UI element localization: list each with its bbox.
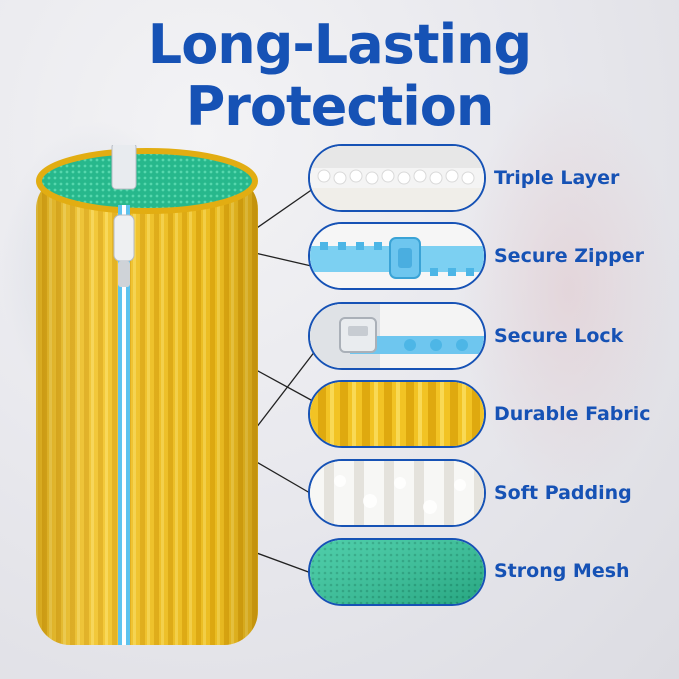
zipper-swatch-icon <box>310 224 484 288</box>
feature-swatch-soft-padding <box>308 459 486 527</box>
feature-label-strong-mesh: Strong Mesh <box>494 560 630 582</box>
triple-layer-swatch-icon <box>310 146 484 210</box>
feature-label-secure-zipper: Secure Zipper <box>494 245 644 267</box>
zipper-lock-swatch-icon <box>310 304 484 368</box>
feature-label-triple-layer: Triple Layer <box>494 167 620 189</box>
feature-swatch-secure-lock <box>308 302 486 370</box>
yellow-fabric-swatch-icon <box>310 382 484 446</box>
green-mesh-swatch-icon <box>310 540 484 604</box>
feature-label-soft-padding: Soft Padding <box>494 482 632 504</box>
feature-label-durable-fabric: Durable Fabric <box>494 403 651 425</box>
feature-swatch-secure-zipper <box>308 222 486 290</box>
title-line-1: Long-Lasting <box>147 13 532 76</box>
feature-swatch-strong-mesh <box>308 538 486 606</box>
title-line-2: Protection <box>185 75 495 138</box>
page-title: Long-Lasting Protection <box>0 14 679 138</box>
white-padding-swatch-icon <box>310 461 484 525</box>
laundry-bag-product <box>28 145 268 665</box>
feature-swatch-durable-fabric <box>308 380 486 448</box>
feature-label-secure-lock: Secure Lock <box>494 325 624 347</box>
feature-swatch-triple-layer <box>308 144 486 212</box>
background-blur-right <box>459 80 679 500</box>
